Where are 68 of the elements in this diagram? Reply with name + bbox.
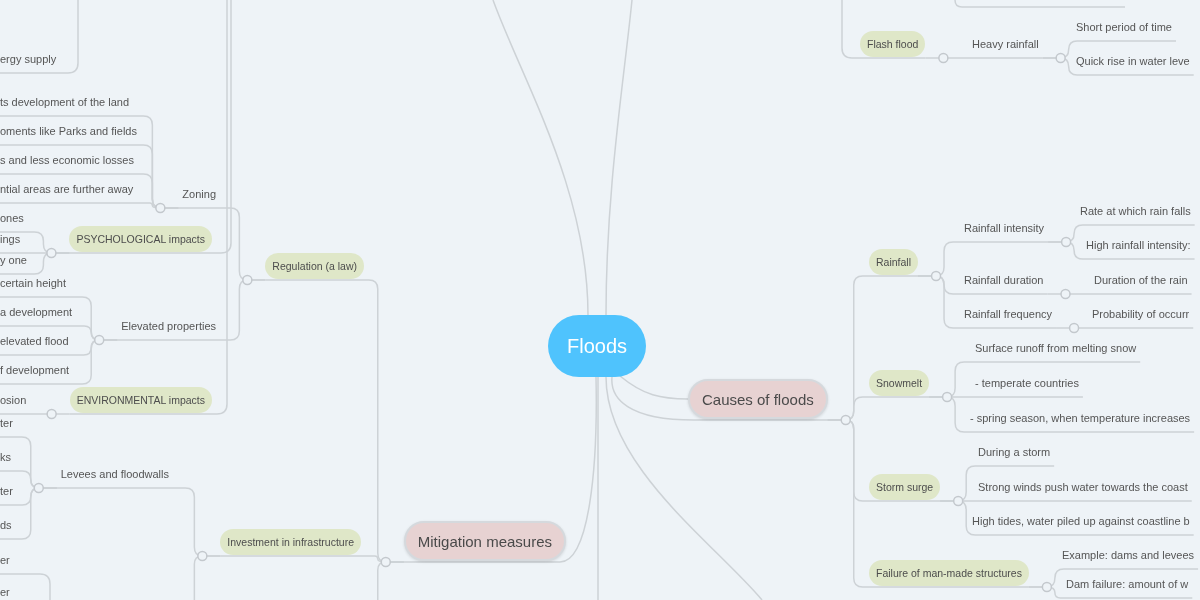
subtopic-pill: Failure of man-made structures [869,560,1029,586]
branch-line [611,376,829,421]
subtopic-label: er [0,554,16,574]
subtopic-label: Levees and floodwalls [56,468,175,488]
subtopic-pill: Rainfall [869,249,919,275]
subtopic-label: Probability of occurr [1086,308,1194,328]
subtopic-label: y one [0,254,33,274]
subtopic-label: ones [0,212,30,232]
branch-line [492,0,589,316]
subtopic-label: Example: dams and levees [1056,549,1199,569]
main-topic-pill: Causes of floods [688,379,828,419]
branch-line [1028,586,1194,599]
subtopic-label: High tides, water piled up against coastline b [966,515,1194,535]
subtopic-label: osion [0,394,33,414]
subtopic-label: - spring season, when temperature increases [964,412,1195,432]
subtopic-label: Elevated properties [117,320,222,340]
branch-line [116,279,267,341]
subtopic-label: f development [0,364,76,384]
subtopic-label: Quick rise in water leve [1070,55,1194,75]
subtopic-label: Heavy rainfall [966,38,1043,58]
subtopic-label: Rate at which rain falls [1074,205,1195,225]
subtopic-label: Rainfall intensity [958,222,1049,242]
subtopic-label: certain height [0,277,73,297]
subtopic-label: ings [0,233,27,253]
central-topic: Floods [548,315,646,377]
subtopic-label: ks [0,451,17,471]
branch-line [619,375,689,400]
subtopic-label: Dam failure: amount of w [1060,578,1193,598]
subtopic-label: ergy supply [0,53,63,73]
subtopic-pill: Snowmelt [869,370,930,396]
subtopic-label: ter [0,417,19,437]
subtopic-label: ntial areas are further away [0,183,140,203]
subtopic-label: oments like Parks and fields [0,125,143,145]
branch-line [68,0,228,415]
branch-line [1047,241,1196,260]
subtopic-label: High rainfall intensity: [1080,239,1195,259]
subtopic-label: Zoning [178,188,222,208]
branch-line [0,573,51,600]
subtopic-label: Duration of the rain [1088,274,1192,294]
branch-line [68,0,232,254]
subtopic-label: s and less economic losses [0,154,140,174]
subtopic-pill: PSYCHOLOGICAL impacts [69,226,212,252]
subtopic-label: ts development of the land [0,96,136,116]
subtopic-pill: Flash flood [860,31,926,57]
subtopic-label: Surface runoff from melting snow [969,342,1141,362]
subtopic-label: ds [0,519,18,539]
subtopic-pill: ENVIRONMENTAL impacts [69,387,212,413]
branch-line [193,555,222,600]
branch-line [605,0,633,316]
subtopic-label: a development [0,306,79,326]
branch-line [1041,57,1195,76]
subtopic-label: er [0,586,10,599]
subtopic-label: ter [0,485,19,505]
subtopic-pill: Investment in infrastructure [220,529,361,555]
branch-line [0,0,79,74]
subtopic-label: Rainfall frequency [958,308,1057,328]
subtopic-label: - temperate countries [969,377,1083,397]
subtopic-pill: Storm surge [869,474,941,500]
branch-line [605,376,763,600]
branch-line [403,376,597,563]
subtopic-pill: Regulation (a law) [265,253,364,279]
subtopic-label: Rainfall duration [958,274,1048,294]
subtopic-label: elevated flood [0,335,75,355]
main-topic-pill: Mitigation measures [403,521,566,561]
subtopic-label: Short period of time [1070,21,1176,41]
subtopic-label: Strong winds push water towards the coast [972,481,1192,501]
branch-line [841,0,927,59]
subtopic-label: During a storm [972,446,1055,466]
